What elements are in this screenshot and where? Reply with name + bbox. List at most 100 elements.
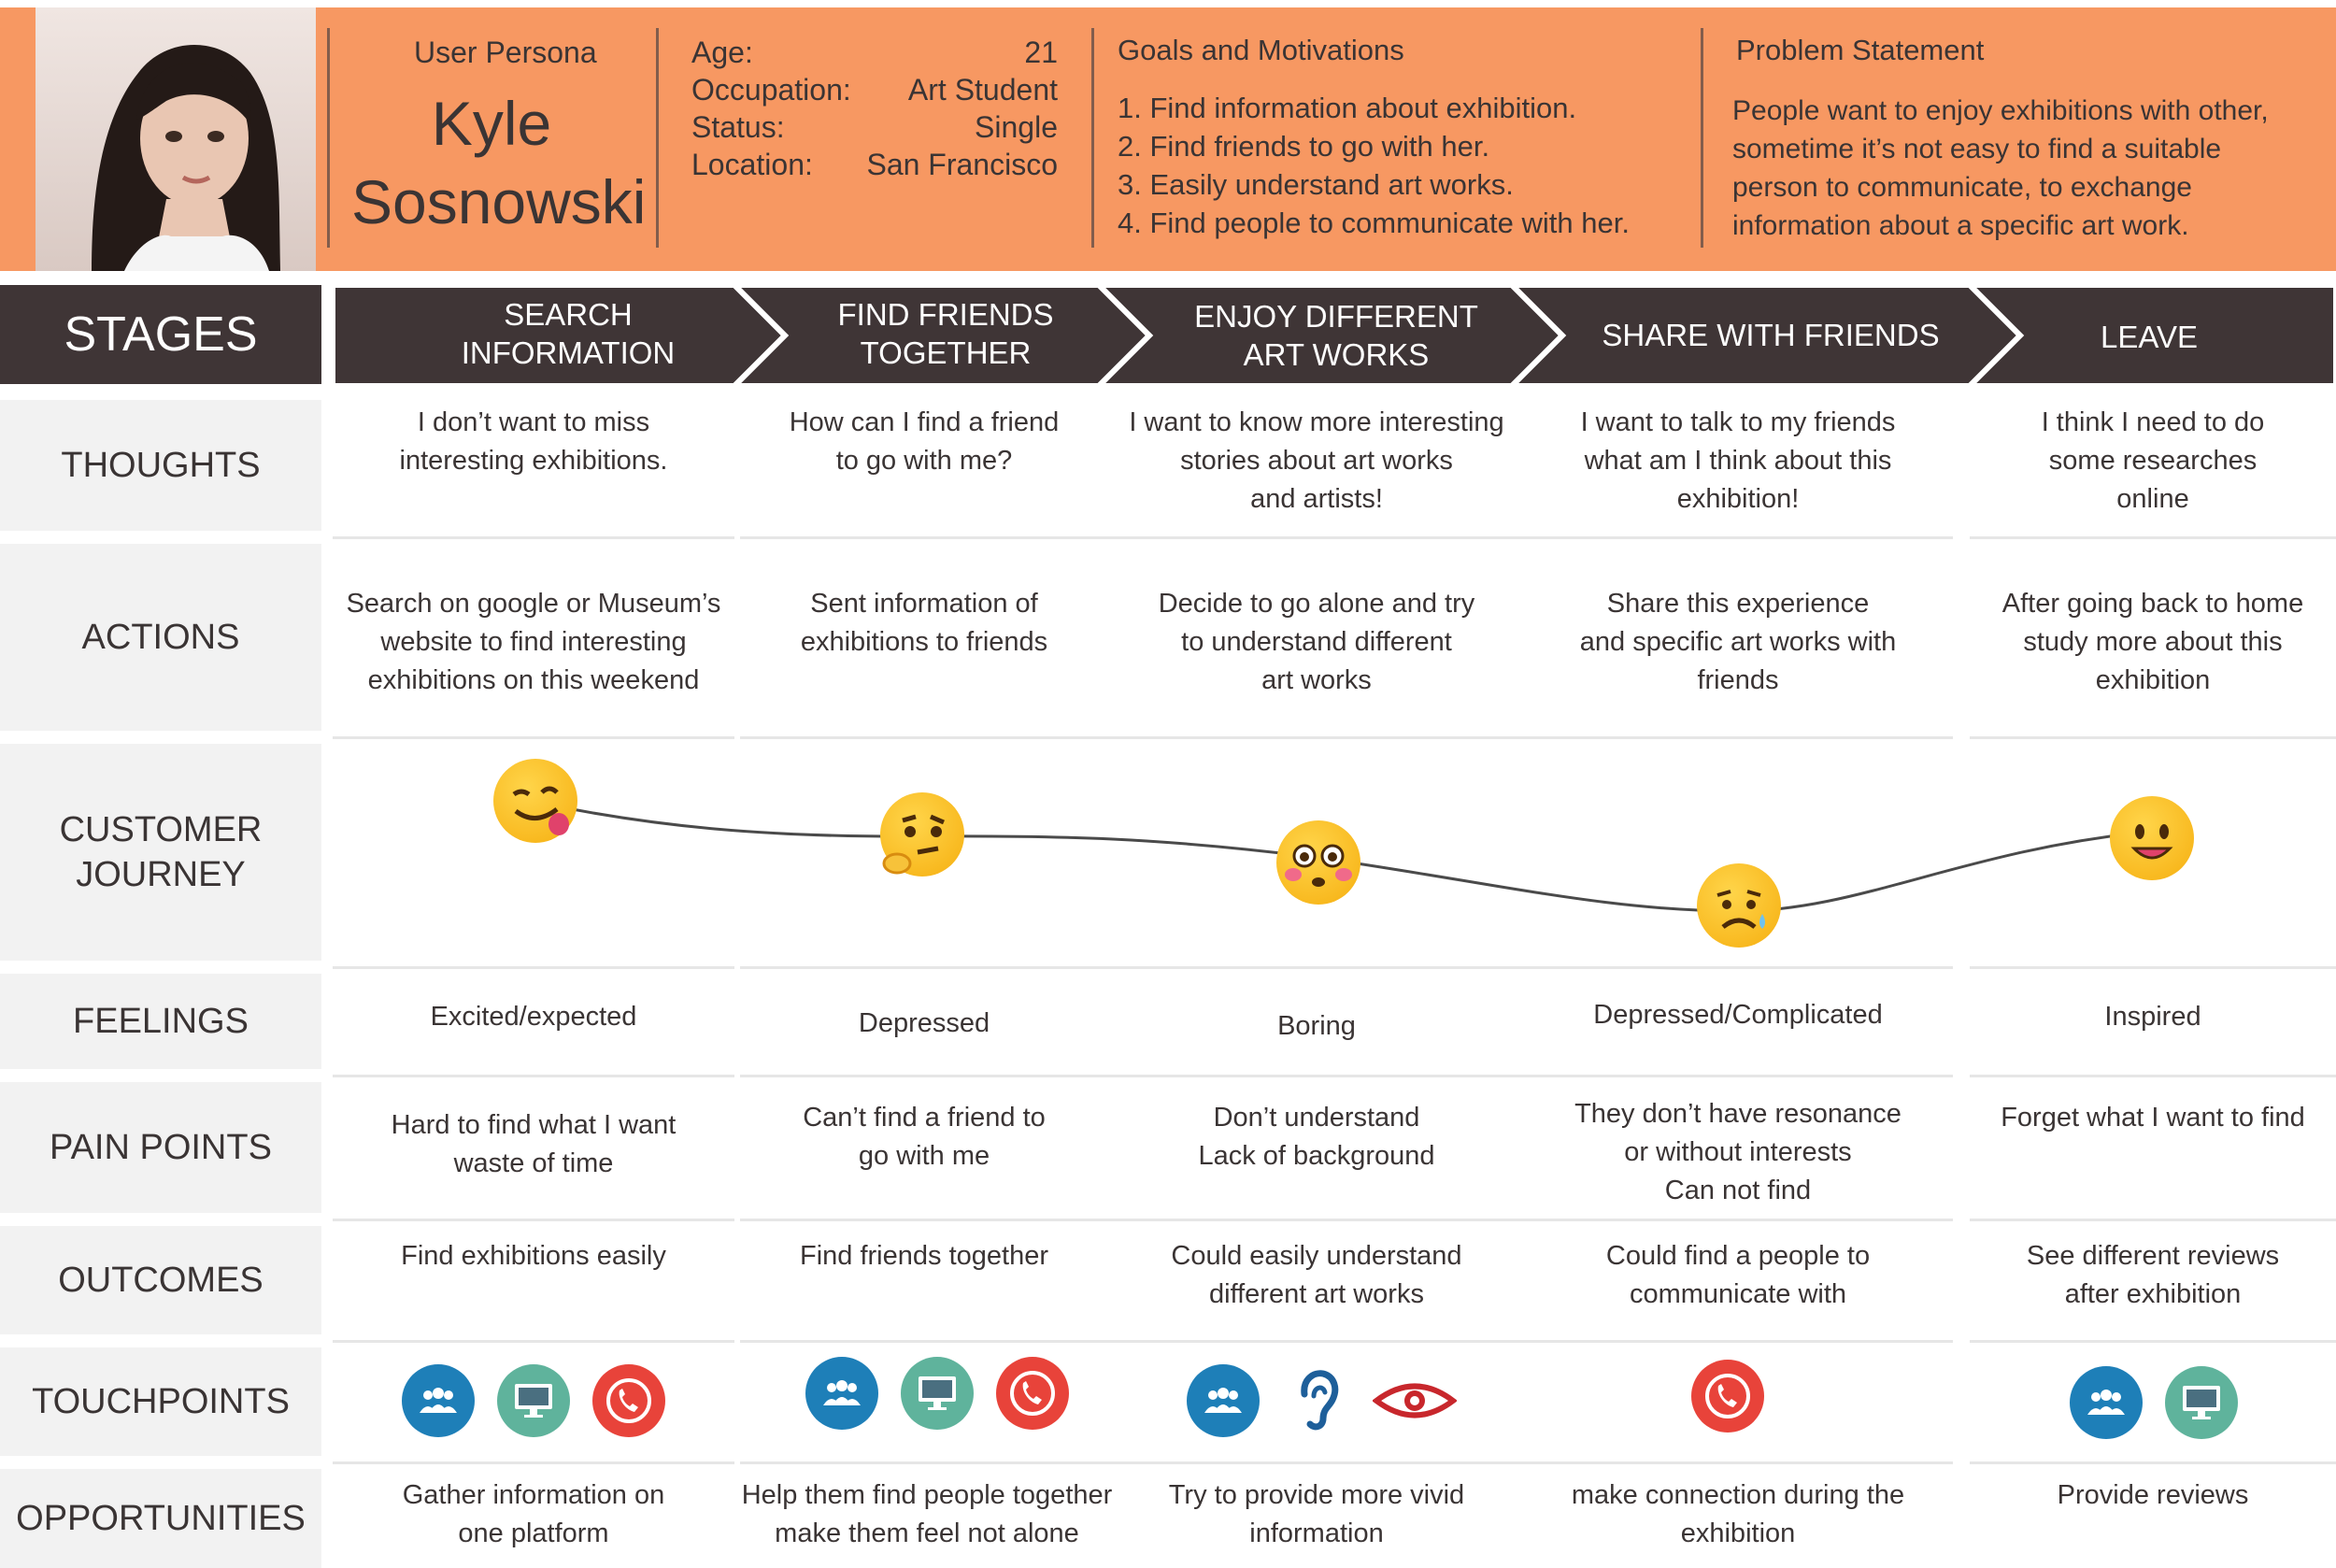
- thought-cell: I think I need to do some researches onl…: [1970, 404, 2336, 519]
- row-label-pain-points: PAIN POINTS: [0, 1082, 321, 1213]
- action-line: and specific art works with: [1579, 627, 1897, 657]
- age-value: 21: [1024, 36, 1058, 69]
- divider: [327, 28, 330, 248]
- eye-icon: [1370, 1364, 1460, 1437]
- goal-item: 2. Find friends to go with her.: [1118, 130, 1490, 163]
- row-divider: [740, 1075, 1108, 1077]
- occupation-row: Occupation: Art Student: [691, 73, 1058, 107]
- pain-cell: Hard to find what I want waste of time: [333, 1106, 734, 1183]
- monitor-icon: [497, 1364, 570, 1437]
- row-divider: [1106, 736, 1527, 739]
- opportunity-line: Help them find people together: [741, 1480, 1113, 1510]
- pain-line: Can not find: [1664, 1176, 1812, 1205]
- row-divider: [333, 966, 734, 969]
- phone-icon: [1691, 1360, 1764, 1433]
- row-divider: [1970, 536, 2336, 539]
- location-label: Location:: [691, 148, 813, 181]
- opportunity-line: make them feel not alone: [775, 1518, 1079, 1548]
- goal-item: 3. Easily understand art works.: [1118, 168, 1514, 201]
- pain-line: Don’t understand: [1213, 1103, 1420, 1133]
- opportunity-cell: Gather information on one platform: [333, 1476, 734, 1553]
- touchpoint-group: [2070, 1366, 2247, 1441]
- outcome-cell: Could easily understand different art wo…: [1106, 1237, 1527, 1314]
- outcome-line: Find exhibitions easily: [401, 1241, 666, 1271]
- action-cell: Share this experience and specific art w…: [1523, 585, 1953, 700]
- outcome-line: Could easily understand: [1171, 1241, 1462, 1271]
- feeling-cell: Depressed/Complicated: [1593, 1000, 1883, 1030]
- people-icon: [1187, 1364, 1260, 1437]
- status-row: Status: Single: [691, 110, 1058, 145]
- smiling-face-icon: [2110, 796, 2194, 880]
- thinking-face-icon: [880, 792, 964, 877]
- divider: [656, 28, 659, 248]
- opportunity-line: Gather information on: [402, 1480, 665, 1510]
- divider: [1091, 28, 1094, 248]
- row-divider: [1106, 536, 1527, 539]
- stage-chevrons: [333, 282, 2336, 389]
- row-divider: [1523, 1219, 1953, 1221]
- phone-icon: [996, 1357, 1069, 1430]
- thought-line: stories about art works: [1180, 446, 1453, 476]
- touchpoint-group: [1691, 1360, 1766, 1434]
- row-label-thoughts: THOUGHTS: [0, 400, 321, 531]
- opportunity-line: one platform: [458, 1518, 609, 1548]
- opportunity-line: Try to provide more vivid: [1168, 1480, 1465, 1510]
- goal-item: 4. Find people to communicate with her.: [1118, 207, 1630, 239]
- stage-title-line: ENJOY DIFFERENT: [1194, 299, 1478, 334]
- action-line: Sent information of: [810, 589, 1038, 619]
- flushed-face-icon: [1276, 820, 1360, 905]
- row-divider: [333, 736, 734, 739]
- stage-title: SEARCH INFORMATION: [407, 295, 729, 372]
- row-label-line: CUSTOMER: [59, 810, 263, 849]
- outcome-line: See different reviews: [2026, 1241, 2280, 1271]
- action-line: to understand different: [1181, 627, 1452, 657]
- row-divider: [1523, 1340, 1953, 1343]
- action-line: friends: [1697, 665, 1779, 695]
- outcome-line: Find friends together: [800, 1241, 1048, 1271]
- stages-label: STAGES: [0, 285, 321, 384]
- row-divider: [1523, 1075, 1953, 1077]
- action-line: art works: [1261, 665, 1372, 695]
- row-label-actions: ACTIONS: [0, 544, 321, 731]
- stage-title-line: FIND FRIENDS: [837, 297, 1054, 332]
- stage-chevron: [1962, 282, 2336, 389]
- pain-line: They don’t have resonance: [1574, 1099, 1902, 1129]
- occupation-label: Occupation:: [691, 73, 851, 107]
- thought-line: I don’t want to miss: [417, 407, 650, 437]
- row-label-touchpoints: TOUCHPOINTS: [0, 1347, 321, 1456]
- pain-line: Forget what I want to find: [2001, 1103, 2305, 1133]
- monitor-icon: [901, 1357, 974, 1430]
- touchpoint-group: [402, 1364, 673, 1439]
- row-label-line: JOURNEY: [76, 855, 246, 894]
- row-divider: [1970, 1461, 2336, 1464]
- row-divider: [1970, 1075, 2336, 1077]
- row-divider: [1523, 1461, 1953, 1464]
- row-label-outcomes: OUTCOMES: [0, 1226, 321, 1334]
- pain-line: go with me: [858, 1141, 990, 1171]
- row-label-feelings: FEELINGS: [0, 974, 321, 1069]
- pain-line: Hard to find what I want: [391, 1110, 677, 1140]
- thought-line: I want to talk to my friends: [1580, 407, 1896, 437]
- row-divider: [740, 736, 1108, 739]
- opportunity-line: exhibition: [1680, 1518, 1796, 1548]
- outcome-cell: Find exhibitions easily: [333, 1237, 734, 1276]
- row-divider: [740, 966, 1108, 969]
- row-divider: [1106, 1340, 1527, 1343]
- status-label: Status:: [691, 110, 785, 144]
- opportunity-cell: make connection during the exhibition: [1523, 1476, 1953, 1553]
- thought-cell: I don’t want to miss interesting exhibit…: [333, 404, 734, 480]
- persona-label: User Persona: [414, 36, 597, 69]
- pain-cell: They don’t have resonance or without int…: [1523, 1095, 1953, 1210]
- row-divider: [1106, 966, 1527, 969]
- pain-cell: Can’t find a friend to go with me: [740, 1099, 1108, 1176]
- thought-line: I want to know more interesting: [1129, 407, 1504, 437]
- sad-face-icon: [1697, 863, 1781, 948]
- outcome-cell: Find friends together: [740, 1237, 1108, 1276]
- action-line: exhibitions on this weekend: [367, 665, 700, 695]
- status-value: Single: [975, 110, 1058, 144]
- row-divider: [740, 1219, 1108, 1221]
- thought-line: exhibition!: [1676, 484, 1800, 514]
- outcome-line: after exhibition: [2064, 1279, 2242, 1309]
- action-line: study more about this: [2023, 627, 2283, 657]
- thought-line: How can I find a friend: [789, 407, 1060, 437]
